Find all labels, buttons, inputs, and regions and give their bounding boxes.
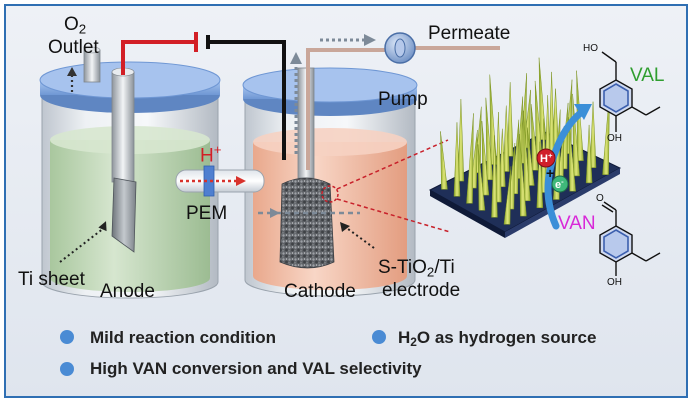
zoom-circle <box>321 185 339 203</box>
bullet-icon <box>60 330 74 344</box>
pump-label: Pump <box>378 89 428 110</box>
nanowire <box>568 117 576 192</box>
anode-cell <box>39 46 221 299</box>
val-label: VAL <box>630 65 665 86</box>
nanowire <box>491 135 498 218</box>
nanowire <box>485 97 494 181</box>
nanowire <box>527 127 535 186</box>
val-ho-label: HO <box>583 43 598 54</box>
h-plus-label: H+ <box>200 142 222 167</box>
nanowire <box>523 110 531 202</box>
van-molecule <box>599 201 661 276</box>
nanowire <box>453 122 461 197</box>
permeate-tube <box>306 48 388 170</box>
nanowire <box>536 141 544 209</box>
nanowire <box>457 99 465 182</box>
nanowire <box>502 105 510 172</box>
pem-bridge <box>175 165 265 197</box>
nanowire <box>499 128 506 188</box>
van-oh-label: OH <box>607 277 622 288</box>
outlet-label: Outlet <box>48 37 99 58</box>
ti-sheet-label: Ti sheet <box>18 269 85 290</box>
nanowire <box>511 119 520 195</box>
conversion-arrow <box>544 108 586 230</box>
nanowire <box>602 92 610 175</box>
val-oh-label: OH <box>607 133 622 144</box>
nanowire <box>507 143 516 210</box>
bullet-icon <box>60 362 74 376</box>
cathode-label: Cathode <box>284 281 356 302</box>
wire-negative <box>208 40 286 160</box>
nanowire <box>503 166 512 225</box>
nanowire <box>466 113 474 204</box>
nanowire <box>530 104 539 171</box>
permeate-label: Permeate <box>428 23 511 44</box>
val-molecule <box>599 51 647 132</box>
bullet-mild: Mild reaction condition <box>90 328 277 347</box>
proton-label: H+ <box>540 151 553 166</box>
bullet-h2o: H2O as hydrogen source <box>398 328 597 349</box>
nanowire <box>440 131 448 190</box>
electron-label: e- <box>555 177 564 192</box>
nanowire <box>519 134 527 217</box>
bullet-high: High VAN conversion and VAL selectivity <box>90 359 422 378</box>
nanowire <box>495 112 502 203</box>
s-tio2-ti-electrode <box>279 177 335 269</box>
bullet-icon <box>372 330 386 344</box>
nanowire <box>481 121 490 196</box>
plus-label: + <box>546 165 555 181</box>
cathode-cell <box>242 67 418 297</box>
proton-icon <box>536 148 556 168</box>
nanowire <box>506 82 514 157</box>
electrode-label: S-TiO2/Ti <box>378 257 455 280</box>
o2-label: O2 <box>64 14 87 37</box>
nanowire <box>585 124 593 184</box>
ti-sheet <box>111 177 137 253</box>
wire-positive <box>121 40 196 75</box>
anode-rod <box>111 71 135 183</box>
cathode-lid <box>242 67 418 103</box>
anode-label: Anode <box>100 281 155 302</box>
electron-icon <box>551 175 569 193</box>
pem-label: PEM <box>186 203 228 224</box>
van-o-label: O <box>596 193 604 204</box>
nanowire <box>589 101 597 168</box>
nanowire <box>477 144 486 211</box>
van-label: VAN <box>558 213 596 234</box>
electrode-label-line2: electrode <box>382 280 461 301</box>
